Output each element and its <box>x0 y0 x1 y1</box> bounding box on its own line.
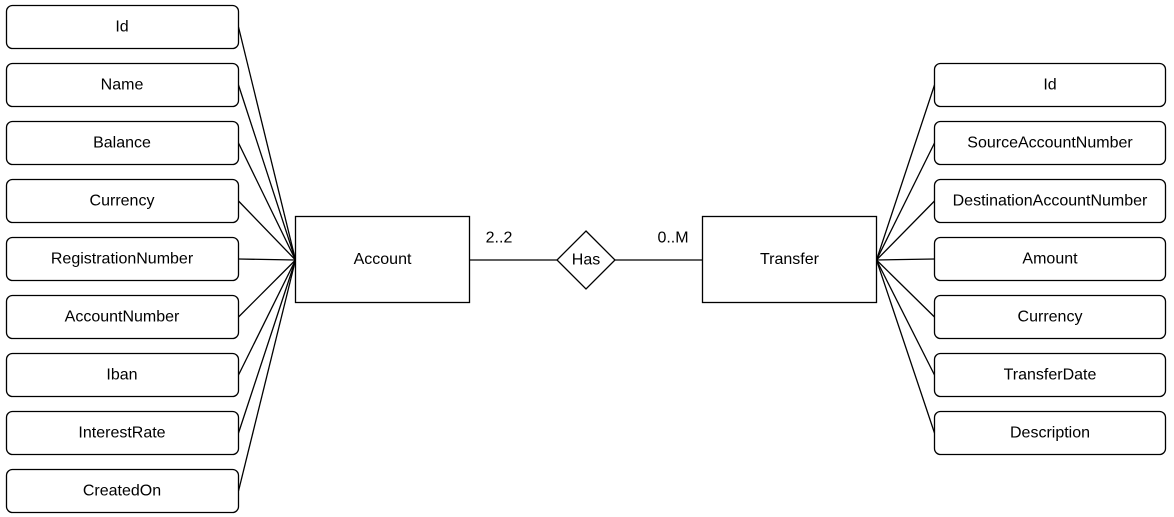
transfer-entity: Transfer <box>701 215 878 304</box>
account-attribute: Id <box>5 4 240 50</box>
account-attribute: Balance <box>5 120 240 166</box>
transfer-attribute: DestinationAccountNumber <box>933 178 1167 224</box>
transfer-attribute-box <box>933 294 1167 340</box>
transfer-attribute-label: Currency <box>1018 309 1083 326</box>
transfer-attribute-box <box>933 410 1167 456</box>
account-attribute-box <box>5 178 240 224</box>
transfer-attribute-box <box>933 178 1167 224</box>
account-attribute-connector <box>237 259 297 434</box>
account-attribute: Currency <box>5 178 240 224</box>
transfer-attribute-box <box>933 120 1167 166</box>
account-attribute-label: Iban <box>106 367 137 384</box>
transfer-entity-box <box>701 215 878 304</box>
account-attribute-connector <box>237 84 297 261</box>
transfer-attribute-box <box>933 352 1167 398</box>
account-attribute: CreatedOn <box>5 468 240 514</box>
account-entity-label: Account <box>354 251 412 268</box>
transfer-attribute-connector <box>875 84 936 261</box>
transfer-attribute-connector <box>876 258 935 261</box>
transfer-attribute-connector <box>876 259 935 318</box>
transfer-attribute: TransferDate <box>933 352 1167 398</box>
account-attribute-label: Name <box>101 77 144 94</box>
account-attribute-connector <box>238 200 296 261</box>
account-attribute-box <box>5 410 240 456</box>
account-attribute-label: Currency <box>90 193 155 210</box>
transfer-attribute-label: SourceAccountNumber <box>967 135 1133 152</box>
account-entity-box <box>294 215 471 304</box>
transfer-attribute-box <box>933 236 1167 282</box>
account-attribute-box <box>5 294 240 340</box>
transfer-attribute-connector <box>876 200 935 261</box>
cardinality-transfer-side: 0..M <box>657 230 688 247</box>
transfer-attribute-label: Id <box>1043 77 1056 94</box>
transfer-entity-label: Transfer <box>760 251 820 268</box>
account-attribute: Name <box>5 62 240 108</box>
transfer-attribute-connector <box>875 259 936 434</box>
transfer-attribute: Amount <box>933 236 1167 282</box>
account-attribute-box <box>5 4 240 50</box>
has-relationship-label: Has <box>572 252 600 269</box>
account-attribute-label: Balance <box>93 135 151 152</box>
account-attributes: IdNameBalanceCurrencyRegistrationNumberA… <box>5 4 240 514</box>
account-attribute-label: CreatedOn <box>83 483 161 500</box>
has-relationship-diamond <box>556 230 616 290</box>
transfer-attribute: SourceAccountNumber <box>933 120 1167 166</box>
account-attribute-box <box>5 352 240 398</box>
account-entity: Account <box>294 215 471 304</box>
account-attribute-connector <box>237 259 297 492</box>
connectors <box>237 26 936 492</box>
account-attribute-box <box>5 468 240 514</box>
transfer-attribute-connector <box>875 142 936 261</box>
account-attribute-label: InterestRate <box>78 425 165 442</box>
transfer-attribute-label: DestinationAccountNumber <box>953 193 1148 210</box>
has-relationship: Has <box>556 230 616 290</box>
cardinality-account-side: 2..2 <box>486 230 513 247</box>
account-attribute-label: Id <box>115 19 128 36</box>
account-attribute-label: RegistrationNumber <box>51 251 194 268</box>
account-attribute: RegistrationNumber <box>5 236 240 282</box>
transfer-attribute-box <box>933 62 1167 108</box>
account-attribute-box <box>5 236 240 282</box>
account-attribute-connector <box>237 26 297 261</box>
account-attribute-connector <box>238 259 296 318</box>
account-attribute-connector <box>237 142 297 261</box>
account-attribute-connector <box>237 259 297 376</box>
account-attribute-connector <box>238 258 296 261</box>
transfer-attribute-label: Description <box>1010 425 1090 442</box>
account-attribute: AccountNumber <box>5 294 240 340</box>
transfer-attribute: Id <box>933 62 1167 108</box>
account-attribute: InterestRate <box>5 410 240 456</box>
account-attribute-box <box>5 120 240 166</box>
account-attribute: Iban <box>5 352 240 398</box>
transfer-attribute: Description <box>933 410 1167 456</box>
account-attribute-label: AccountNumber <box>65 309 180 326</box>
transfer-attribute-label: TransferDate <box>1004 367 1097 384</box>
account-attribute-box <box>5 62 240 108</box>
transfer-attribute: Currency <box>933 294 1167 340</box>
transfer-attribute-label: Amount <box>1022 251 1078 268</box>
transfer-attribute-connector <box>875 259 936 376</box>
transfer-attributes: IdSourceAccountNumberDestinationAccountN… <box>933 62 1167 456</box>
